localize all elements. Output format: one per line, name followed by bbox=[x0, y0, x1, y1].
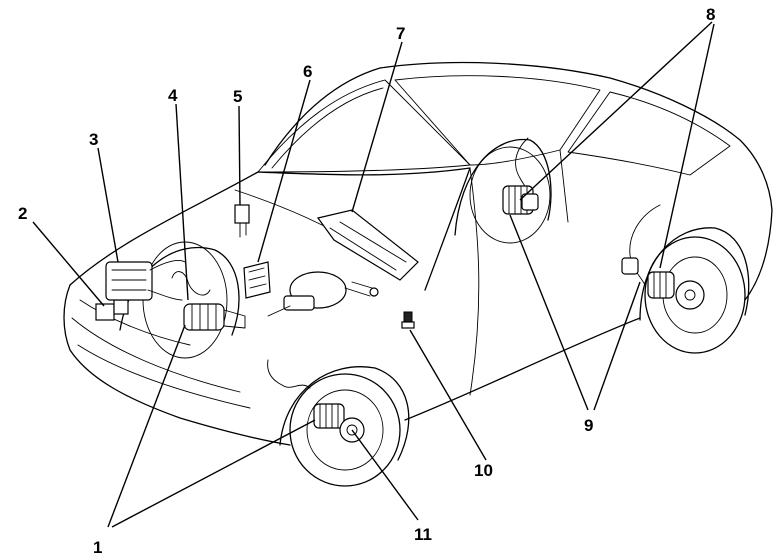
door-line bbox=[469, 167, 480, 396]
windshield-inner bbox=[271, 87, 384, 169]
leader-1a bbox=[107, 324, 186, 528]
side-window bbox=[394, 75, 601, 166]
bumper-line-1 bbox=[71, 317, 241, 393]
callout-11: 11 bbox=[414, 525, 432, 544]
rocker-line bbox=[404, 317, 641, 421]
callout-6: 6 bbox=[303, 62, 312, 81]
rear-window bbox=[567, 91, 731, 176]
hood-outline bbox=[69, 167, 471, 291]
windshield bbox=[257, 79, 471, 173]
callout-4: 4 bbox=[168, 86, 178, 105]
cowl-module bbox=[316, 209, 419, 281]
roof-outline bbox=[264, 61, 773, 211]
leader-5 bbox=[238, 105, 241, 206]
leader-2 bbox=[32, 221, 105, 307]
callout-labels: 1 2 3 4 5 6 7 8 9 10 11 bbox=[18, 5, 715, 556]
leader-8b bbox=[659, 23, 715, 269]
front-right-wheel bbox=[279, 366, 410, 487]
leader-1b bbox=[111, 419, 316, 528]
leader-3 bbox=[97, 147, 119, 263]
front-left-speed-sensor bbox=[171, 271, 246, 331]
callout-7: 7 bbox=[396, 24, 405, 43]
callout-8: 8 bbox=[706, 5, 715, 24]
rear-right-speed-sensor bbox=[621, 204, 705, 310]
front-bumper bbox=[63, 284, 291, 446]
leader-6 bbox=[257, 79, 311, 263]
callout-2: 2 bbox=[18, 204, 27, 223]
callout-1: 1 bbox=[93, 538, 102, 556]
leader-8a bbox=[519, 21, 713, 201]
leader-11 bbox=[351, 429, 419, 521]
leader-7 bbox=[351, 41, 403, 213]
leader-lines bbox=[32, 21, 715, 528]
callout-3: 3 bbox=[89, 130, 98, 149]
deceleration-sensor bbox=[234, 204, 250, 238]
leader-9a bbox=[509, 214, 589, 411]
stop-light-switch bbox=[401, 311, 415, 329]
leader-4 bbox=[175, 103, 189, 301]
rear-left-speed-sensor bbox=[502, 137, 539, 215]
callout-9: 9 bbox=[584, 416, 593, 435]
relay-box bbox=[95, 299, 129, 321]
callout-5: 5 bbox=[233, 87, 242, 106]
front-right-speed-sensor bbox=[267, 359, 365, 443]
brake-booster bbox=[267, 271, 379, 317]
b-pillar bbox=[559, 149, 569, 223]
hydraulic-actuator bbox=[105, 259, 186, 301]
leader-9b bbox=[593, 281, 641, 411]
bumper-line-2 bbox=[77, 344, 251, 409]
rear-lower bbox=[744, 209, 773, 301]
abs-ecu bbox=[243, 261, 271, 299]
callout-10: 10 bbox=[474, 461, 493, 480]
headlight bbox=[79, 299, 191, 346]
leader-10 bbox=[409, 329, 487, 461]
